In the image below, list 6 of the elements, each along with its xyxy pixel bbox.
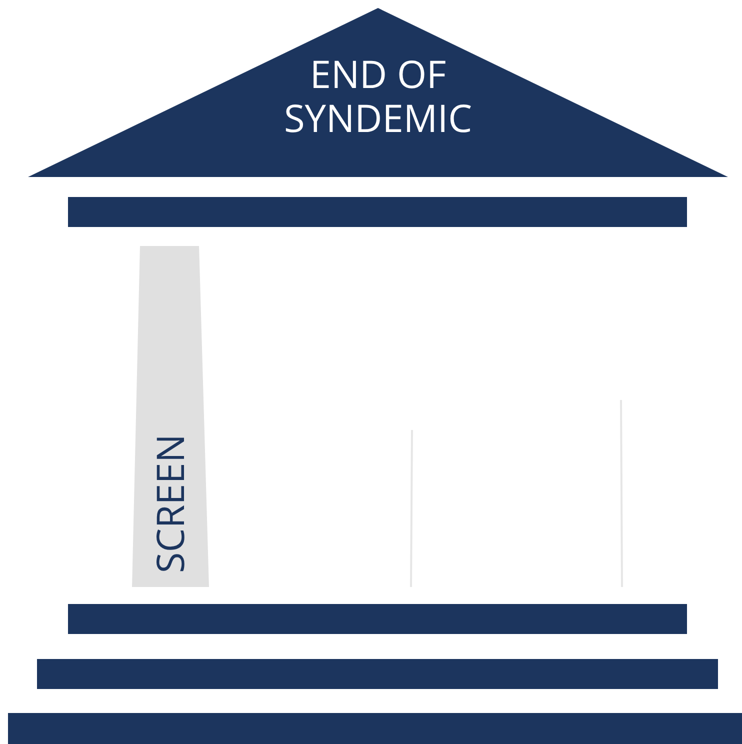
- step-bar: [37, 659, 718, 689]
- step-bar: [8, 713, 742, 744]
- column-label: SCREEN: [148, 434, 192, 573]
- roof-title: END OF SYNDEMIC: [282, 52, 474, 140]
- architrave-bar: [68, 197, 687, 227]
- step-bar: [68, 604, 687, 634]
